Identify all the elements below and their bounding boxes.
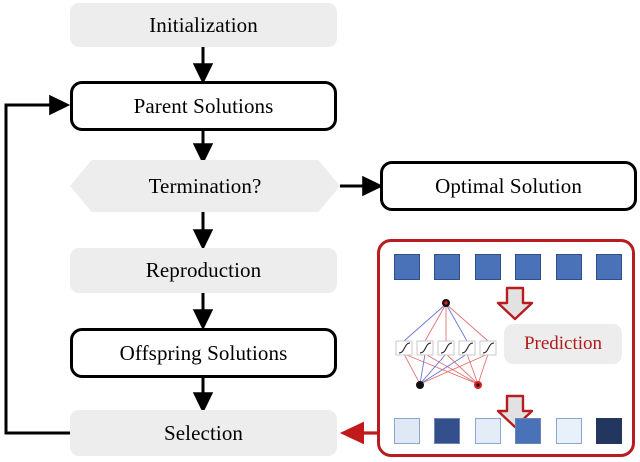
node-parent-solutions-label: Parent Solutions <box>133 93 274 118</box>
node-termination-label: Termination? <box>148 173 262 198</box>
input-square-3 <box>515 254 542 280</box>
down-arrow-icon-top <box>496 286 534 321</box>
node-initialization: Initialization <box>70 3 337 47</box>
output-square-5 <box>595 418 622 444</box>
output-square-2 <box>474 418 501 444</box>
output-square-1 <box>434 418 461 444</box>
input-square-0 <box>394 254 420 280</box>
prediction-badge: Prediction <box>504 324 622 364</box>
node-termination: Termination? <box>70 160 340 212</box>
node-reproduction: Reproduction <box>70 248 337 293</box>
input-square-5 <box>595 254 622 280</box>
node-initialization-label: Initialization <box>149 12 258 37</box>
node-optimal-solution-label: Optimal Solution <box>435 173 582 198</box>
node-selection-label: Selection <box>163 420 244 445</box>
output-solution-row <box>394 418 622 444</box>
input-square-2 <box>474 254 501 280</box>
input-square-1 <box>434 254 461 280</box>
neural-network-diagram <box>395 299 497 389</box>
node-offspring-solutions: Offspring Solutions <box>70 328 337 378</box>
node-parent-solutions: Parent Solutions <box>70 81 337 131</box>
node-selection: Selection <box>70 410 337 456</box>
output-square-3 <box>515 418 542 444</box>
output-square-0 <box>394 418 420 444</box>
prediction-label: Prediction <box>523 333 603 354</box>
node-optimal-solution: Optimal Solution <box>380 161 637 211</box>
input-solution-row <box>394 254 622 280</box>
node-offspring-solutions-label: Offspring Solutions <box>119 340 288 365</box>
input-square-4 <box>555 254 582 280</box>
output-square-4 <box>555 418 582 444</box>
prediction-panel: Prediction <box>377 239 635 457</box>
hexagon-shape <box>70 160 340 212</box>
node-reproduction-label: Reproduction <box>145 258 262 282</box>
